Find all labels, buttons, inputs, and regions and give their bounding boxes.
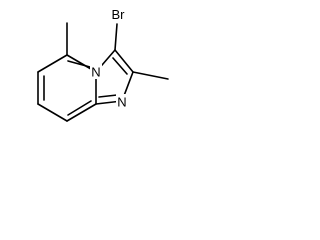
atom-labels: Br N N xyxy=(90,6,128,110)
bridgehead-nitrogen-label: N xyxy=(91,65,100,80)
bond-c3-c2-double xyxy=(112,57,128,75)
bond-c6-c7 xyxy=(37,54,68,73)
bond-c8-c9 xyxy=(37,103,68,122)
substituent-bonds xyxy=(66,22,169,80)
six-membered-ring xyxy=(37,54,97,122)
bromine-label-background xyxy=(108,6,128,22)
bridgehead-nitrogen-label-background xyxy=(90,64,102,79)
bond-n1-c8a-double xyxy=(98,94,118,98)
ring-nitrogen-label-background xyxy=(116,94,128,109)
bond-c2-methyl xyxy=(132,71,169,80)
bond-c9-c8a xyxy=(66,103,97,122)
chemical-structure-diagram: Br N N xyxy=(37,6,169,122)
ring-nitrogen-label: N xyxy=(117,95,126,110)
bond-c3-c2 xyxy=(114,49,134,73)
bromine-label: Br xyxy=(112,7,126,22)
bond-c3-bromine xyxy=(114,23,118,51)
bond-c5-c6-double xyxy=(67,60,91,68)
bond-c9-c8a-double xyxy=(67,100,92,116)
